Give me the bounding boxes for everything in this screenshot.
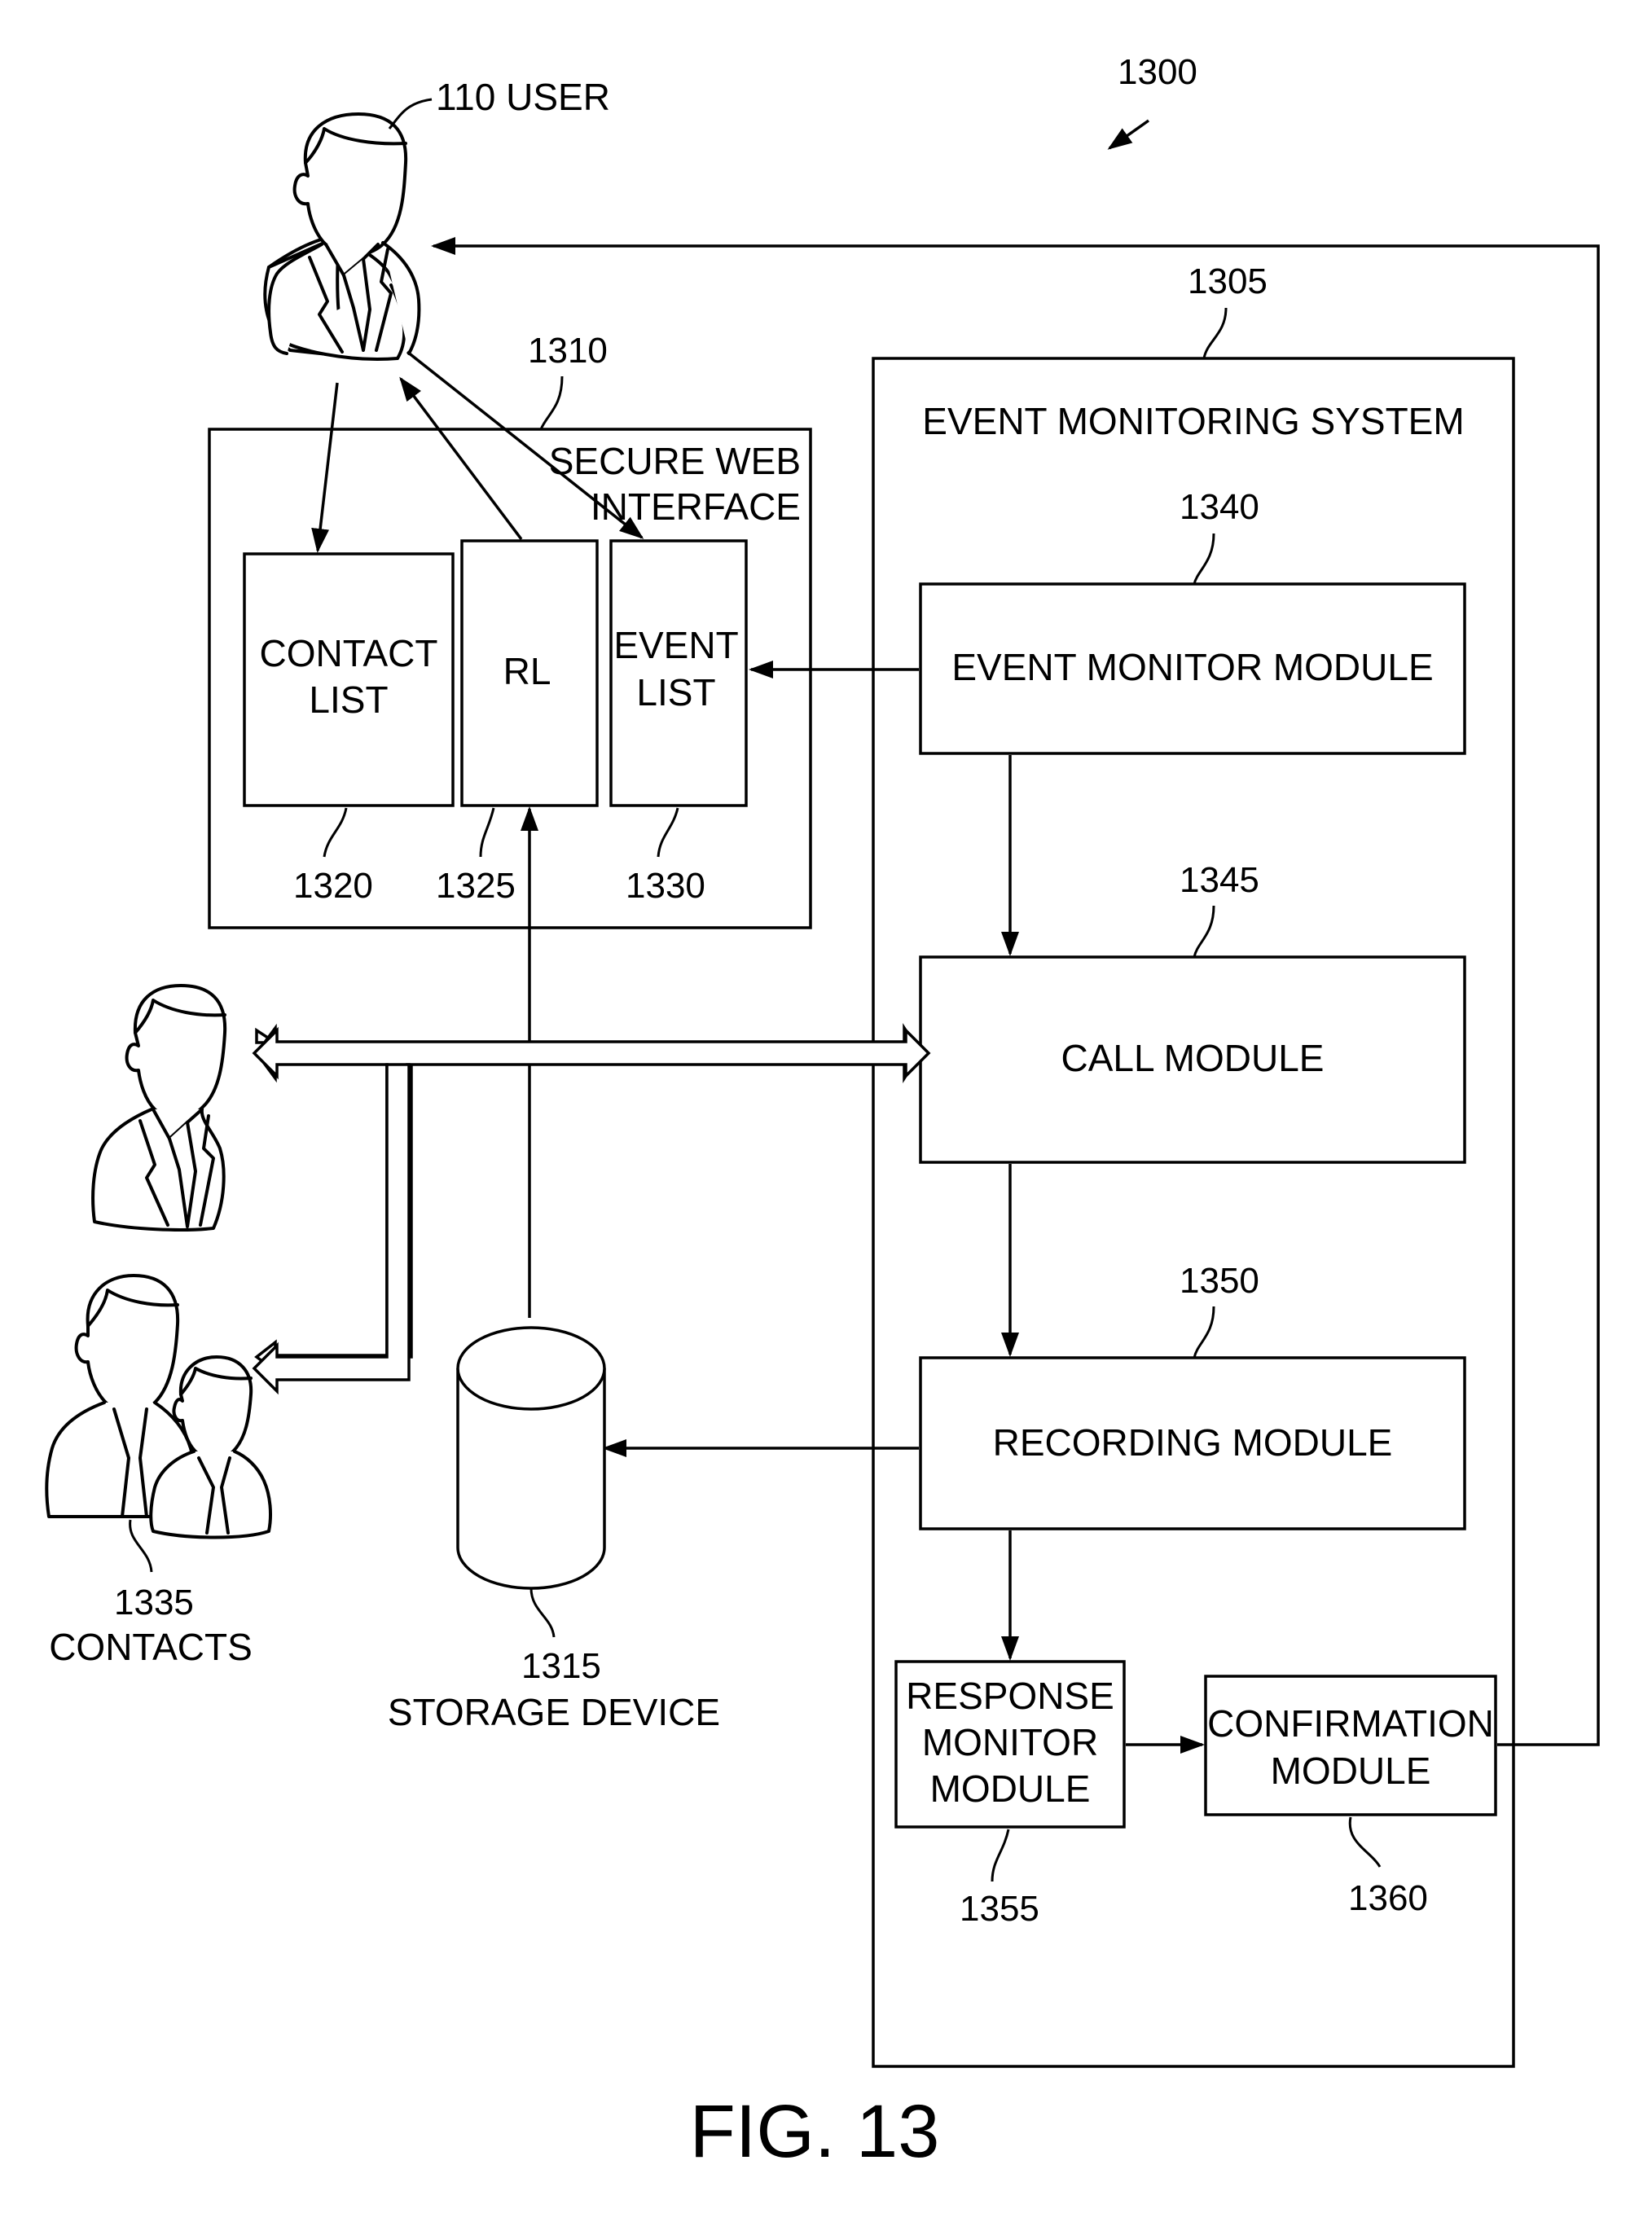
event-list-ref: 1330 bbox=[626, 866, 705, 906]
figure-ref-arrow bbox=[1109, 121, 1149, 148]
response-monitor-module-ref: 1355 bbox=[960, 1889, 1039, 1929]
event-monitor-module-ref: 1340 bbox=[1180, 487, 1259, 527]
fat-arrow-to-contacts-group bbox=[254, 1065, 409, 1391]
event-monitoring-system-ref: 1305 bbox=[1188, 261, 1268, 301]
confirmation-module-label-2: MODULE bbox=[1271, 1750, 1431, 1792]
call-module-ref: 1345 bbox=[1180, 860, 1259, 900]
contact-list-ref: 1320 bbox=[293, 866, 373, 906]
contact-list-label-1: CONTACT bbox=[260, 632, 438, 674]
storage-device-cylinder[interactable] bbox=[458, 1328, 604, 1588]
contacts-ref-leader bbox=[130, 1520, 152, 1572]
storage-device-ref: 1315 bbox=[521, 1646, 601, 1686]
secure-web-interface-ref: 1310 bbox=[528, 331, 608, 371]
response-monitor-module-label-1: RESPONSE bbox=[906, 1675, 1114, 1717]
event-monitoring-system-ref-leader bbox=[1204, 308, 1226, 358]
response-monitor-module-label-3: MODULE bbox=[930, 1767, 1091, 1810]
event-list-label-2: LIST bbox=[636, 671, 715, 714]
confirmation-module-box[interactable] bbox=[1206, 1676, 1496, 1815]
event-monitoring-system-title: EVENT MONITORING SYSTEM bbox=[922, 400, 1464, 442]
fat-arrow-to-contact-1 bbox=[254, 1030, 929, 1356]
user-person-icon bbox=[265, 114, 419, 359]
storage-device-ref-leader bbox=[531, 1588, 554, 1637]
contacts-ref: 1335 bbox=[114, 1583, 194, 1622]
secure-web-interface-ref-leader bbox=[541, 376, 562, 429]
communication-arrows bbox=[257, 1028, 920, 1371]
contact-list-label-2: LIST bbox=[309, 678, 388, 721]
user-label-leader bbox=[389, 99, 432, 129]
confirmation-module-label-1: CONFIRMATION bbox=[1207, 1702, 1494, 1745]
contacts-label: CONTACTS bbox=[49, 1626, 253, 1668]
call-module-label: CALL MODULE bbox=[1061, 1037, 1325, 1079]
confirmation-module-ref: 1360 bbox=[1348, 1878, 1428, 1918]
user-label: 110 USER bbox=[436, 76, 610, 118]
storage-device-label: STORAGE DEVICE bbox=[388, 1691, 720, 1733]
recording-module-label: RECORDING MODULE bbox=[993, 1421, 1393, 1464]
event-list-label-1: EVENT bbox=[613, 624, 738, 666]
secure-web-interface-title-1: SECURE WEB bbox=[549, 440, 801, 482]
rl-label: RL bbox=[503, 650, 551, 692]
rl-ref: 1325 bbox=[436, 866, 516, 906]
contacts-group-icon bbox=[46, 1276, 270, 1538]
contact-person-icon bbox=[93, 986, 225, 1230]
recording-module-ref: 1350 bbox=[1180, 1261, 1259, 1301]
figure-caption: FIG. 13 bbox=[690, 2090, 940, 2173]
response-monitor-module-label-2: MONITOR bbox=[922, 1721, 1098, 1763]
figure-ref-1300: 1300 bbox=[1118, 52, 1197, 92]
event-monitor-module-label: EVENT MONITOR MODULE bbox=[951, 646, 1433, 688]
